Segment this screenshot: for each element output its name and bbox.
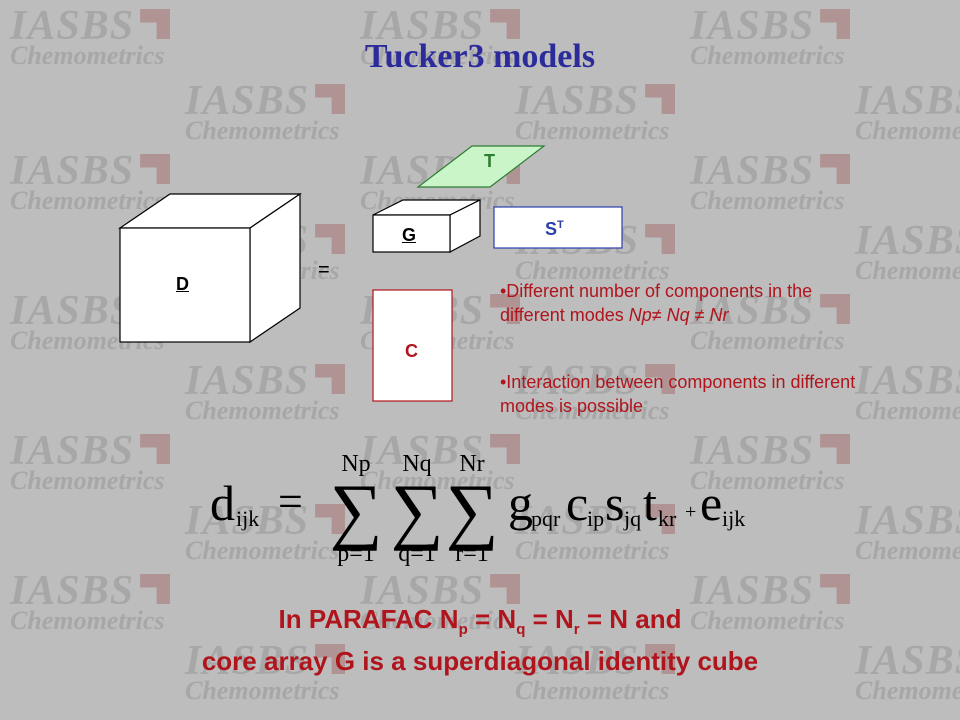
matrix-t xyxy=(416,145,546,188)
formula-e: e xyxy=(700,475,722,531)
label-c: C xyxy=(405,341,418,361)
formula-c: c xyxy=(566,475,588,531)
sum3-bottom: r=1 xyxy=(455,541,489,567)
matrix-st xyxy=(493,206,623,249)
bullet-2: •Interaction between components in diffe… xyxy=(500,372,856,416)
formula-s-sub: jq xyxy=(623,506,641,531)
cube-d xyxy=(118,192,302,344)
sum3-top: Nr xyxy=(459,451,484,477)
sum2-bottom: q=1 xyxy=(398,541,436,567)
formula-e-sub: ijk xyxy=(722,506,745,531)
sum2-top: Nq xyxy=(402,451,431,477)
slide-title: Tucker3 models xyxy=(364,38,596,75)
equals-sign: = xyxy=(318,259,330,281)
formula-s: s xyxy=(605,475,624,531)
formula-t: t xyxy=(643,475,657,531)
formula-plus: + xyxy=(685,501,696,523)
bullet-1: •Different number of components in the d… xyxy=(500,281,813,325)
sum1-bottom: p=1 xyxy=(337,541,375,567)
formula-g-sub: pqr xyxy=(531,506,561,531)
label-d: D xyxy=(176,274,189,294)
tucker3-formula: d ijk = Np ∑ p=1 Nq ∑ q=1 Nr ∑ r=1 g pqr… xyxy=(210,451,745,567)
matrix-c xyxy=(372,289,453,402)
label-t: T xyxy=(484,151,495,171)
label-st: ST xyxy=(545,219,564,239)
core-g-front xyxy=(372,214,451,253)
sum3-sigma: ∑ xyxy=(446,470,499,552)
formula-lhs-sub: ijk xyxy=(236,506,259,531)
formula-g: g xyxy=(508,475,533,531)
sum2-sigma: ∑ xyxy=(391,470,444,552)
formula-c-sub: ip xyxy=(587,506,604,531)
sum1-sigma: ∑ xyxy=(330,470,383,552)
label-g: G xyxy=(402,225,417,245)
formula-lhs: d xyxy=(210,475,235,531)
parafac-statement: In PARAFAC Np = Nq = Nr = N and xyxy=(278,604,682,639)
cube-d-front xyxy=(119,227,251,343)
formula-equals: = xyxy=(278,477,303,526)
core-g xyxy=(372,199,481,253)
sum1-top: Np xyxy=(341,451,370,477)
formula-t-sub: kr xyxy=(658,506,677,531)
core-array-statement: core array G is a superdiagonal identity… xyxy=(201,646,759,676)
